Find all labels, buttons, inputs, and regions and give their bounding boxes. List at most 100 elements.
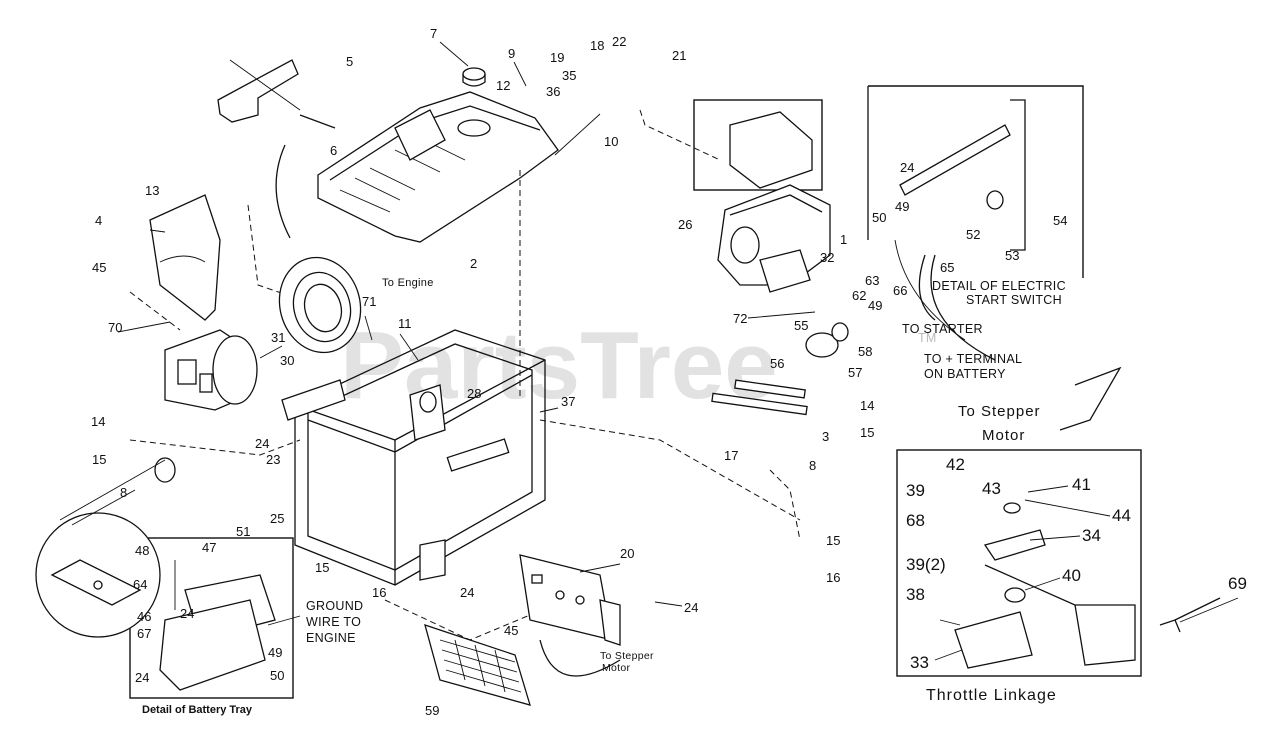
part-label: 68 bbox=[906, 511, 925, 530]
part-label: 69 bbox=[1228, 574, 1247, 593]
part-label: 13 bbox=[145, 183, 159, 198]
part-label: 36 bbox=[546, 84, 560, 99]
part-label: 49 bbox=[895, 199, 909, 214]
part-label: 7 bbox=[430, 26, 437, 41]
part-label: 5 bbox=[346, 54, 353, 69]
part-label: 39 bbox=[906, 481, 925, 500]
part-label: 35 bbox=[562, 68, 576, 83]
note-to-starter: TO STARTER bbox=[902, 322, 983, 336]
part-label: 53 bbox=[1005, 248, 1019, 263]
part-label: 25 bbox=[270, 511, 284, 526]
detail-circle bbox=[35, 457, 176, 638]
part-label: 19 bbox=[550, 50, 564, 65]
fuel-tank-drawing bbox=[317, 67, 559, 243]
part-label: 24 bbox=[460, 585, 474, 600]
part-label: 23 bbox=[266, 452, 280, 467]
part-label: 21 bbox=[672, 48, 686, 63]
part-label: 62 bbox=[852, 288, 866, 303]
part-label: 63 bbox=[865, 273, 879, 288]
part-label: 52 bbox=[966, 227, 980, 242]
note-detail-electric-1: DETAIL OF ELECTRIC bbox=[932, 279, 1066, 293]
part-label: 16 bbox=[826, 570, 840, 585]
part-label: 34 bbox=[1082, 526, 1101, 545]
part-label: 49 bbox=[268, 645, 282, 660]
caption-throttle-linkage: Throttle Linkage bbox=[926, 687, 1057, 704]
part-label: 50 bbox=[270, 668, 284, 683]
note-to-stepper-low-2: Motor bbox=[602, 662, 631, 674]
part-label: 72 bbox=[733, 311, 747, 326]
part-label: 15 bbox=[315, 560, 329, 575]
part-label: 39(2) bbox=[906, 555, 946, 574]
zigzag-line bbox=[1059, 366, 1122, 431]
note-detail-electric-2: START SWITCH bbox=[966, 293, 1062, 307]
part-label: 15 bbox=[826, 533, 840, 548]
note-ground-3: ENGINE bbox=[306, 631, 356, 645]
part-label: 22 bbox=[612, 34, 626, 49]
part-label: 54 bbox=[1053, 213, 1067, 228]
part-label: 20 bbox=[620, 546, 634, 561]
caption-battery-tray: Detail of Battery Tray bbox=[142, 704, 253, 716]
part-label: 67 bbox=[137, 626, 151, 641]
part-label: 66 bbox=[893, 283, 907, 298]
part-label: 8 bbox=[809, 458, 816, 473]
part-label: 38 bbox=[906, 585, 925, 604]
part-label: 1 bbox=[840, 232, 847, 247]
part-label: 45 bbox=[504, 623, 518, 638]
part-label: 71 bbox=[362, 294, 376, 309]
part-label: 9 bbox=[508, 46, 515, 61]
grille-drawing bbox=[424, 623, 531, 706]
part-label: 47 bbox=[202, 540, 216, 555]
part-label: 24 bbox=[255, 436, 269, 451]
part-label: 3 bbox=[822, 429, 829, 444]
part-label: 8 bbox=[120, 485, 127, 500]
part-label: 10 bbox=[604, 134, 618, 149]
callout-notes: To Engine DETAIL OF ELECTRIC START SWITC… bbox=[142, 277, 1066, 716]
part-label: 14 bbox=[91, 414, 105, 429]
part-label: 70 bbox=[108, 320, 122, 335]
part-label: 18 bbox=[590, 38, 604, 53]
side-cover-drawing bbox=[149, 194, 221, 321]
stator-ring-drawing bbox=[278, 256, 362, 354]
part-label: 6 bbox=[330, 143, 337, 158]
part-label: 59 bbox=[425, 703, 439, 718]
part-label: 45 bbox=[92, 260, 106, 275]
part-label: 48 bbox=[135, 543, 149, 558]
part-label: 4 bbox=[95, 213, 102, 228]
electric-start-switch-inset bbox=[867, 85, 1084, 361]
part-label: 64 bbox=[133, 577, 147, 592]
part-label: 42 bbox=[946, 455, 965, 474]
part-label: 40 bbox=[1062, 566, 1081, 585]
part-label: 32 bbox=[820, 250, 834, 265]
part-label: 58 bbox=[858, 344, 872, 359]
part-label: 56 bbox=[770, 356, 784, 371]
part-label: 30 bbox=[280, 353, 294, 368]
part-label: 17 bbox=[724, 448, 738, 463]
part-label: 49 bbox=[868, 298, 882, 313]
part-label: 55 bbox=[794, 318, 808, 333]
note-to-terminal-2: ON BATTERY bbox=[924, 367, 1006, 381]
part-label: 14 bbox=[860, 398, 874, 413]
part-label: 12 bbox=[496, 78, 510, 93]
part-label: 24 bbox=[900, 160, 914, 175]
part-label: 16 bbox=[372, 585, 386, 600]
battery-tray-inset bbox=[129, 537, 294, 699]
part-label: 37 bbox=[561, 394, 575, 409]
top-bracket-drawing bbox=[217, 59, 336, 239]
part-label: 26 bbox=[678, 217, 692, 232]
part-label: 28 bbox=[467, 386, 481, 401]
part-label: 41 bbox=[1072, 475, 1091, 494]
throttle-linkage-inset bbox=[896, 449, 1221, 677]
note-to-engine: To Engine bbox=[382, 277, 434, 289]
note-to-stepper-low-1: To Stepper bbox=[600, 650, 654, 662]
note-to-terminal-1: TO + TERMINAL bbox=[924, 352, 1022, 366]
part-label: 65 bbox=[940, 260, 954, 275]
note-to-stepper-top-1: To Stepper bbox=[958, 403, 1041, 420]
control-panel-drawing bbox=[519, 554, 621, 677]
part-label: 2 bbox=[470, 256, 477, 271]
part-label: 15 bbox=[860, 425, 874, 440]
part-labels: 7 9 19 18 22 21 35 36 12 5 6 10 13 4 45 … bbox=[91, 26, 1247, 718]
engine-drawing bbox=[693, 99, 849, 416]
part-label: 46 bbox=[137, 609, 151, 624]
note-to-stepper-top-2: Motor bbox=[982, 427, 1025, 444]
